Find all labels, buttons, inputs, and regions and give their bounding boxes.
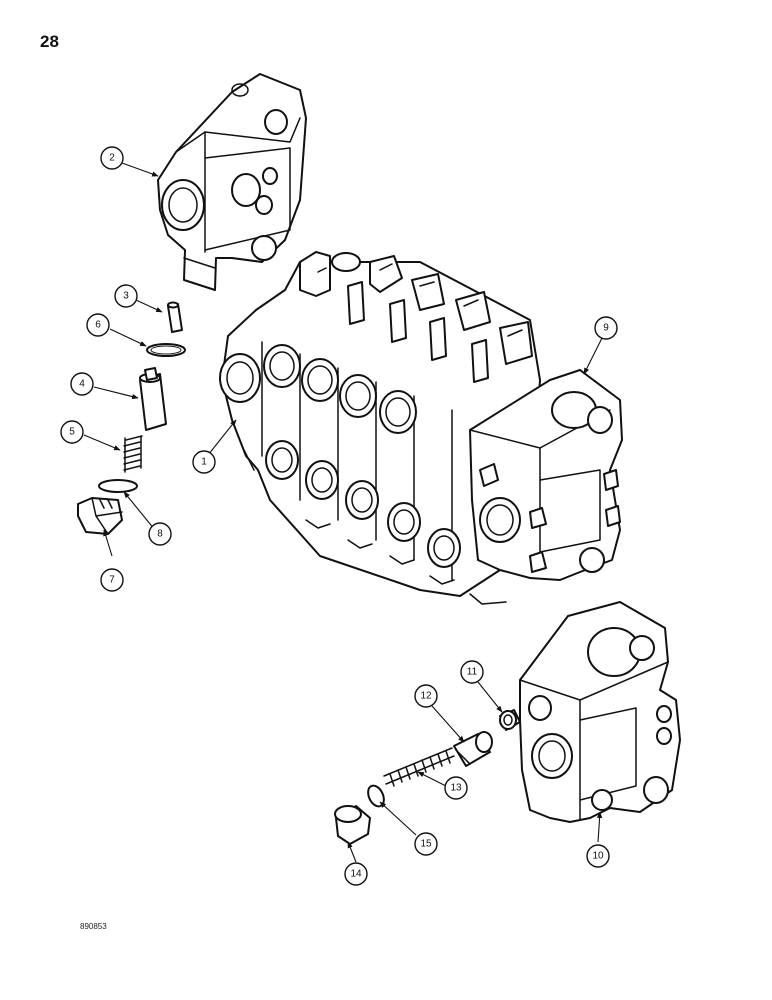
- callout-label: 3: [123, 291, 129, 302]
- callout-label: 9: [603, 323, 609, 334]
- callout-5: 5: [60, 420, 84, 444]
- outlet-end-cover: [519, 601, 681, 823]
- leader-lines: [83, 162, 603, 863]
- callout-14: 14: [344, 862, 368, 886]
- relief-spring: [123, 435, 143, 473]
- spring-13: [383, 747, 455, 787]
- figure-code: 890853: [80, 922, 107, 931]
- relief-plug: [77, 497, 123, 535]
- callout-label: 13: [450, 783, 462, 794]
- callout-3: 3: [114, 284, 138, 308]
- callout-label: 15: [420, 839, 432, 850]
- callout-10: 10: [586, 844, 610, 868]
- callout-15: 15: [414, 832, 438, 856]
- callout-9: 9: [594, 316, 618, 340]
- callout-label: 11: [467, 667, 478, 678]
- callout-label: 7: [109, 575, 115, 586]
- end-plug: [334, 805, 371, 845]
- callout-label: 4: [79, 379, 85, 390]
- inlet-end-cover: [157, 73, 307, 291]
- callout-2: 2: [100, 146, 124, 170]
- callout-label: 1: [201, 457, 207, 468]
- seal-ring-8: [98, 479, 138, 493]
- callout-4: 4: [70, 372, 94, 396]
- callout-1: 1: [192, 450, 216, 474]
- callout-11: 11: [460, 660, 484, 684]
- bushing: [499, 709, 521, 731]
- callout-label: 6: [95, 320, 101, 331]
- main-valve-body: [219, 251, 541, 605]
- callout-label: 5: [69, 427, 75, 438]
- callout-12: 12: [414, 684, 438, 708]
- callout-7: 7: [100, 568, 124, 592]
- sleeve: [453, 731, 493, 767]
- callout-8: 8: [148, 522, 172, 546]
- page-number: 28: [40, 32, 59, 51]
- callout-6: 6: [86, 313, 110, 337]
- relief-cartridge: [139, 367, 167, 431]
- callout-label: 14: [350, 869, 362, 880]
- poppet-pin: [167, 301, 183, 333]
- callout-label: 8: [157, 529, 163, 540]
- callout-label: 2: [109, 153, 115, 164]
- outlet-end-cover-assembled: [469, 369, 623, 581]
- o-ring-6-inner: [150, 345, 182, 355]
- callout-label: 12: [420, 691, 432, 702]
- callout-13: 13: [444, 776, 468, 800]
- callout-label: 10: [592, 851, 604, 862]
